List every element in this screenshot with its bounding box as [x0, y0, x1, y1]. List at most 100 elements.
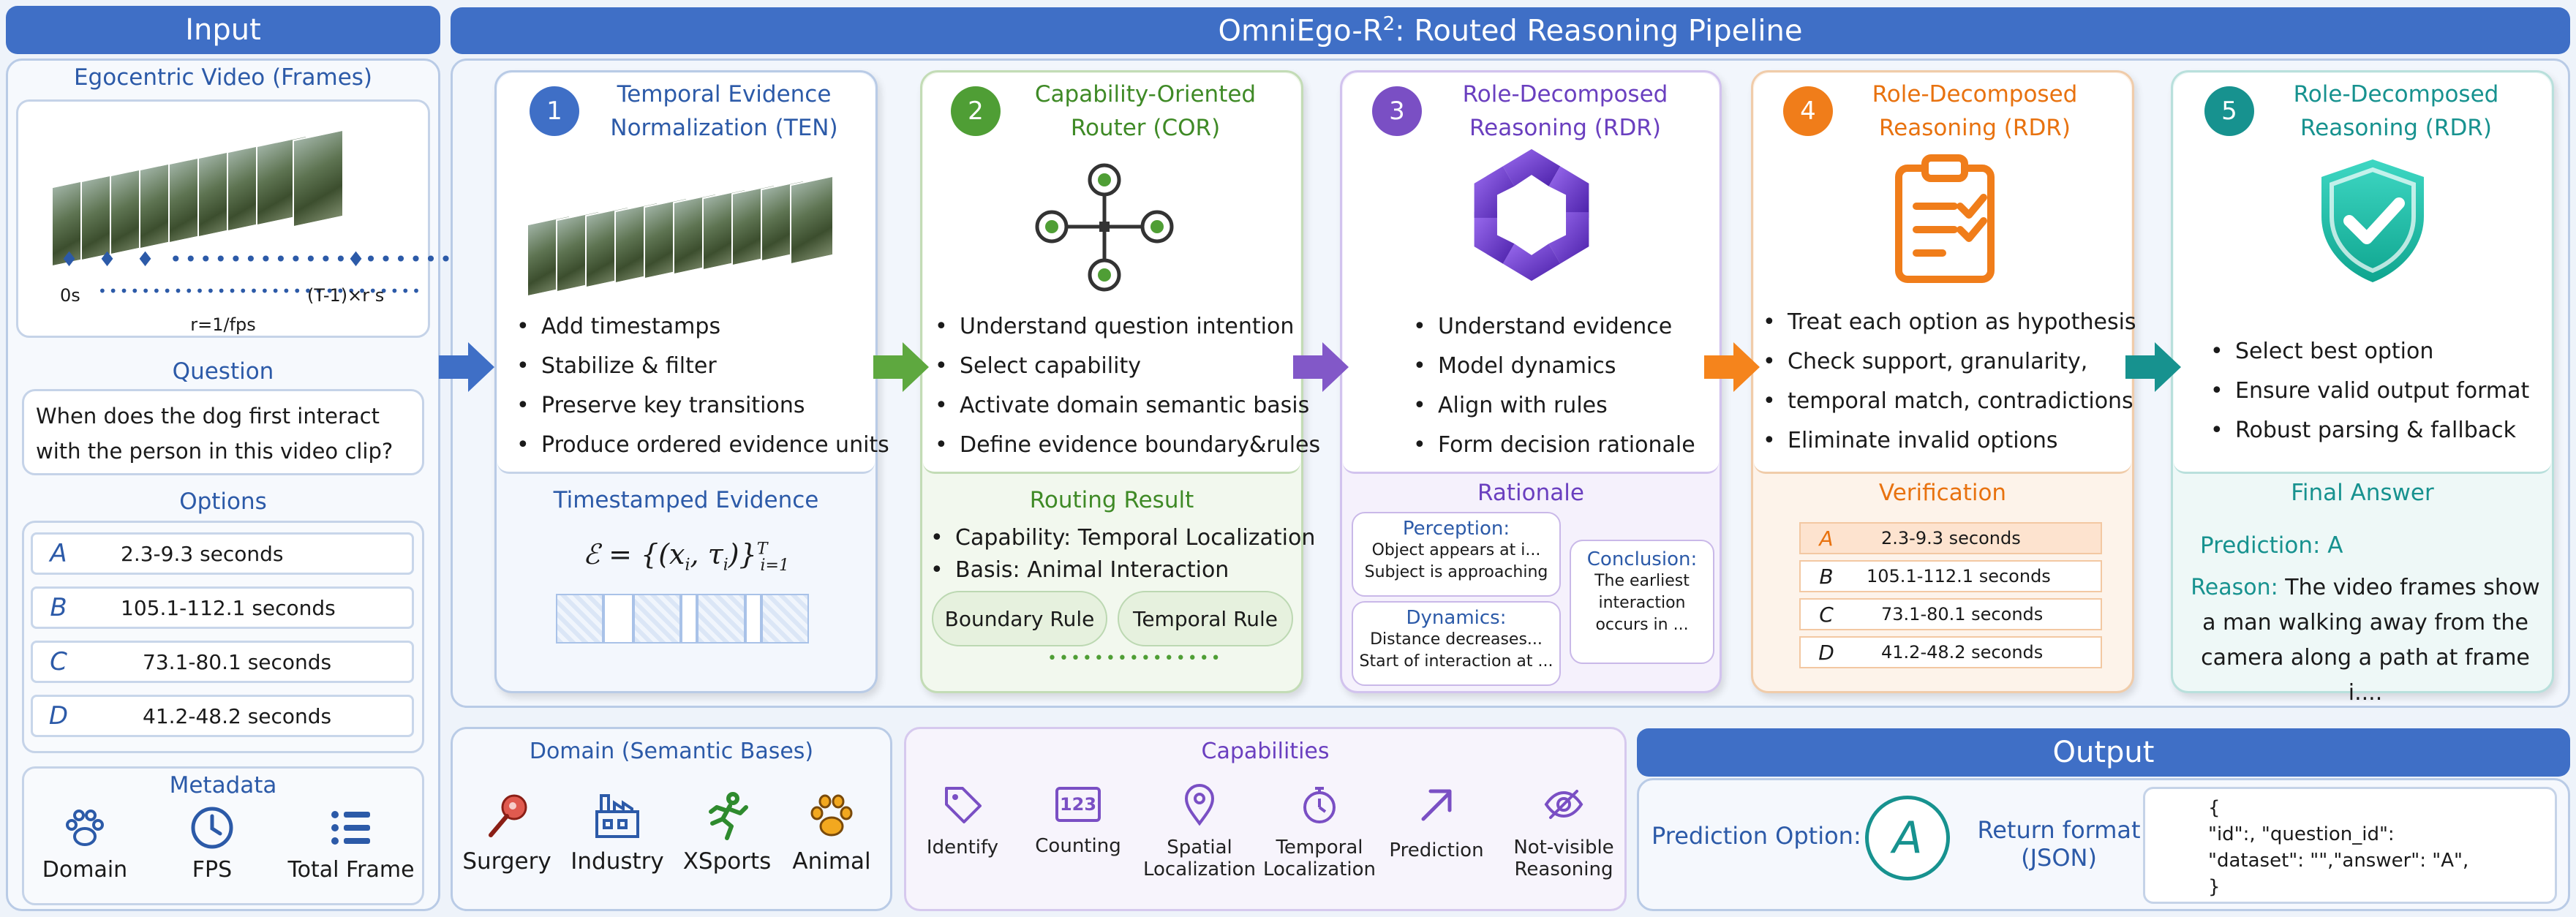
perception-box: Perception: Object appears at i...Subjec…: [1352, 512, 1561, 597]
domain-title: Domain (Semantic Bases): [529, 739, 814, 764]
step-3-subtitle: Rationale: [1477, 480, 1584, 506]
question-text: When does the dog first interact with th…: [36, 404, 393, 464]
factory-icon: [595, 794, 639, 838]
frame: [293, 129, 344, 228]
capabilities-title: Capabilities: [1201, 739, 1330, 764]
metadata-title: Metadata: [169, 772, 277, 799]
question-title: Question: [172, 358, 274, 385]
metadata-box: [22, 766, 424, 905]
time-end: (T-1)×r s: [307, 285, 385, 306]
question-box: When does the dog first interact with th…: [22, 389, 424, 475]
runner-icon: [709, 792, 748, 840]
final-prediction: Prediction: A: [2200, 532, 2343, 559]
dynamics-box: Dynamics: Distance decreases...Start of …: [1352, 601, 1561, 686]
paw-icon: [66, 810, 104, 846]
step-3-number: 3: [1372, 86, 1422, 136]
step-2-number: 2: [951, 86, 1001, 136]
arrow-up-right-icon: [1421, 789, 1452, 821]
step-4-number: 4: [1783, 86, 1833, 136]
tag-icon: [945, 787, 982, 823]
shield-check-icon: [2321, 159, 2424, 282]
input-title: Input: [185, 13, 261, 47]
step-4-bullets: Treat each option as hypothesis Check su…: [1758, 303, 2136, 461]
metadata-total-frame: Total Frame: [285, 804, 417, 883]
step-5-bullets: Select best option Ensure valid output f…: [2206, 332, 2529, 450]
pipeline-title: OmniEgo-R2: Routed Reasoning Pipeline: [1218, 13, 1803, 48]
step-3-bullets: Understand evidence Model dynamics Align…: [1409, 307, 1695, 465]
input-header: Input: [6, 6, 440, 54]
step-2-subtitle: Routing Result: [1029, 487, 1194, 513]
more-dots: •••••••••••••••: [1047, 649, 1223, 668]
capability-prediction: Prediction: [1387, 782, 1486, 861]
metadata-domain: Domain: [41, 804, 129, 883]
boundary-rule-pill: Boundary Rule: [932, 591, 1107, 646]
step-4-subtitle: Verification: [1878, 480, 2007, 506]
arrow-input-to-step1: [439, 342, 494, 392]
step-1-frames: [527, 175, 863, 307]
evidence-units: [556, 594, 809, 644]
prediction-option-badge: A: [1865, 796, 1950, 880]
arrow-step2-to-step3: [1293, 342, 1349, 392]
return-format-label: Return format(JSON): [1977, 816, 2141, 872]
json-output-box: { "id":, "question_id": "dataset": "","a…: [2143, 787, 2557, 904]
evidence-formula: ℰ = {(xi, τi)}Ti=1: [583, 538, 789, 575]
step-5-subtitle: Final Answer: [2291, 480, 2434, 506]
timeline-dots: ••••••••••••••••••••••••••••••: [98, 282, 423, 300]
pin-icon: [1184, 784, 1215, 826]
capability-counting: 123 Counting: [1028, 782, 1128, 857]
video-title: Egocentric Video (Frames): [73, 64, 373, 91]
capability-identify: Identify: [913, 782, 1012, 858]
domain-surgery: Surgery: [459, 790, 554, 875]
output-header: Output: [1637, 728, 2570, 777]
final-reason: Reason: The video frames show a man walk…: [2191, 575, 2540, 706]
router-icon: [1035, 163, 1174, 292]
counter-icon: 123: [1055, 787, 1101, 822]
scalpel-icon: [489, 794, 527, 837]
metadata-fps: FPS: [168, 804, 256, 883]
knot-icon: [1474, 148, 1589, 282]
domain-animal: Animal: [784, 790, 879, 875]
arrow-step1-to-step2: [873, 342, 929, 392]
prediction-option-label: Prediction Option:: [1652, 822, 1861, 850]
step-2-bullets: Understand question intention Select cap…: [930, 307, 1320, 465]
stopwatch-icon: [1303, 787, 1336, 823]
step-5-number: 5: [2204, 86, 2254, 136]
clipboard-icon: [1895, 154, 1995, 283]
frame: [790, 175, 834, 265]
paw-icon: [810, 794, 853, 837]
eye-off-icon: [1544, 790, 1583, 819]
time-start: 0s: [60, 285, 80, 306]
step-1-bullets: Add timestamps Stabilize & filter Preser…: [512, 307, 889, 465]
pipeline-header: OmniEgo-R2: Routed Reasoning Pipeline: [451, 7, 2570, 54]
clock-icon: [191, 807, 233, 849]
arrow-step3-to-step4: [1704, 342, 1760, 392]
domain-industry: Industry: [566, 790, 669, 875]
step-1-subtitle: Timestamped Evidence: [553, 487, 819, 513]
options-title: Options: [179, 488, 267, 515]
step-1-number: 1: [530, 86, 579, 136]
timeline-markers: ♦ ♦ ♦ •••••••••••••••••••• ♦: [60, 247, 470, 271]
frame-rate: r=1/fps: [190, 314, 256, 335]
capabilities-panel: [904, 727, 1627, 911]
temporal-rule-pill: Temporal Rule: [1118, 591, 1293, 646]
arrow-step4-to-step5: [2125, 342, 2181, 392]
output-title: Output: [2052, 736, 2155, 769]
routing-result: Capability: Temporal Localization Basis:…: [926, 522, 1315, 586]
